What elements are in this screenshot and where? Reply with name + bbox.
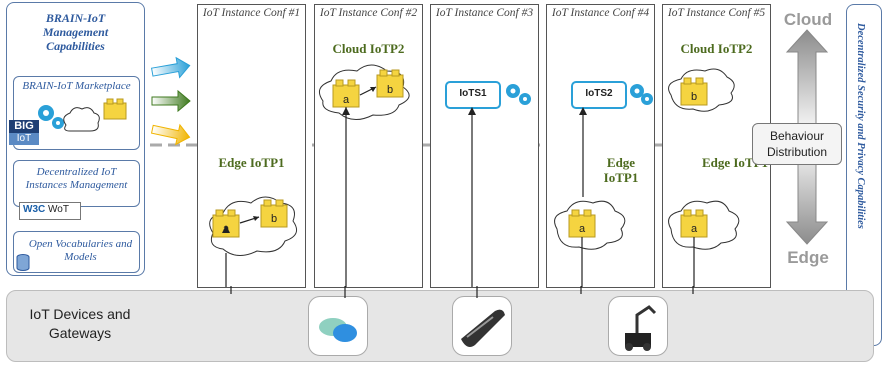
decentralized-label: Decentralized IoT Instances Management xyxy=(25,166,128,191)
marketplace-label: BRAIN-IoT Marketplace xyxy=(22,80,131,92)
robot-device-tile[interactable] xyxy=(608,296,668,356)
column-header: IoT Instance Conf #3 xyxy=(435,7,534,19)
connector-1 xyxy=(230,286,232,294)
devices-label: IoT Devices and Gateways xyxy=(29,306,131,341)
database-icon xyxy=(16,254,30,271)
edge-label: Edge IoTP1 xyxy=(603,155,639,185)
column-conf-1: IoT Instance Conf #1 Edge IoTP1 a b xyxy=(197,4,306,288)
robot-arm-icon xyxy=(625,305,657,351)
lego-block-icon xyxy=(260,199,288,228)
svg-text:b: b xyxy=(271,213,277,225)
svg-text:b: b xyxy=(691,91,697,103)
security-privacy-label: Decentralized Security and Privacy Capab… xyxy=(855,23,866,229)
arrow-right-icon xyxy=(150,123,191,146)
cloud-blocks: b xyxy=(668,68,735,112)
sensor-device-tile[interactable] xyxy=(308,296,368,356)
cloud-axis-label: Cloud xyxy=(783,10,833,29)
vocabularies-label: Open Vocabularies and Models xyxy=(28,238,133,263)
svg-text:b: b xyxy=(387,84,393,96)
security-privacy-panel: Decentralized Security and Privacy Capab… xyxy=(846,4,882,346)
arrow-right-icon xyxy=(151,89,191,113)
up-arrow-icon xyxy=(222,225,230,233)
column-header: IoT Instance Conf #1 xyxy=(202,7,301,19)
decentralized-management-box[interactable]: Decentralized IoT Instances Management xyxy=(13,160,140,207)
connection-line xyxy=(468,107,476,287)
marketplace-icons xyxy=(38,98,127,132)
devices-gateways-bar: IoT Devices and Gateways xyxy=(6,290,874,362)
connector-3 xyxy=(476,286,478,298)
edge-axis-label: Edge xyxy=(787,248,829,267)
management-capabilities-panel: BRAIN-IoT Management Capabilities BRAIN-… xyxy=(6,2,145,276)
gear-icon xyxy=(630,84,653,105)
svg-text:a: a xyxy=(691,223,698,235)
sensor-device-icon xyxy=(319,318,357,342)
gear-icon xyxy=(506,84,531,105)
iots2-box: IoTS2 xyxy=(571,81,627,109)
lego-block-icon xyxy=(680,77,708,106)
gear-icon xyxy=(38,105,64,129)
gateway-device-icon xyxy=(461,309,505,347)
edge-label: Edge IoTP1 xyxy=(701,155,769,170)
column-conf-4: IoT Instance Conf #4 IoTS2 Edge IoTP1 a xyxy=(546,4,655,288)
lego-block-icon xyxy=(332,79,360,108)
cloud-icon xyxy=(63,107,100,132)
cloud-blocks: a b xyxy=(318,64,410,287)
connection-line xyxy=(579,107,587,197)
lego-block-icon xyxy=(103,98,127,120)
column-header: IoT Instance Conf #5 xyxy=(667,7,766,19)
management-arrows xyxy=(150,56,191,146)
cloud-label: Cloud IoTP2 xyxy=(680,41,753,56)
behaviour-distribution-box: Behaviour Distribution xyxy=(752,123,842,165)
panel-title: BRAIN-IoT Management Capabilities xyxy=(42,11,109,53)
column-conf-3: IoT Instance Conf #3 IoTS1 xyxy=(430,4,539,288)
column-conf-2: IoT Instance Conf #2 Cloud IoTP2 a b xyxy=(314,4,423,288)
cloud-label: Cloud IoTP2 xyxy=(332,41,405,56)
arrow-right-icon xyxy=(150,56,191,79)
column-header: IoT Instance Conf #2 xyxy=(319,7,418,19)
connector-5 xyxy=(692,286,694,294)
iots1-box: IoTS1 xyxy=(445,81,501,109)
marketplace-box[interactable]: BRAIN-IoT Marketplace xyxy=(13,76,140,150)
lego-block-icon xyxy=(376,69,404,98)
big-iot-logo: BIG IoT xyxy=(9,120,39,150)
w3c-wot-logo: W3C WoT xyxy=(19,202,81,220)
svg-text:a: a xyxy=(579,223,586,235)
gateway-device-tile[interactable] xyxy=(452,296,512,356)
edge-cloud-blocks: a xyxy=(668,200,740,287)
edge-cloud-blocks: a xyxy=(554,200,626,287)
column-header: IoT Instance Conf #4 xyxy=(551,7,650,19)
svg-text:a: a xyxy=(343,94,350,106)
connector-2 xyxy=(344,286,346,298)
connector-4 xyxy=(580,286,582,294)
edge-cloud-blocks: a b xyxy=(209,196,298,287)
column-conf-5: IoT Instance Conf #5 Cloud IoTP2 b Edge … xyxy=(662,4,771,288)
vocabularies-box[interactable]: Open Vocabularies and Models xyxy=(13,231,140,273)
edge-label: Edge IoTP1 xyxy=(218,155,285,170)
